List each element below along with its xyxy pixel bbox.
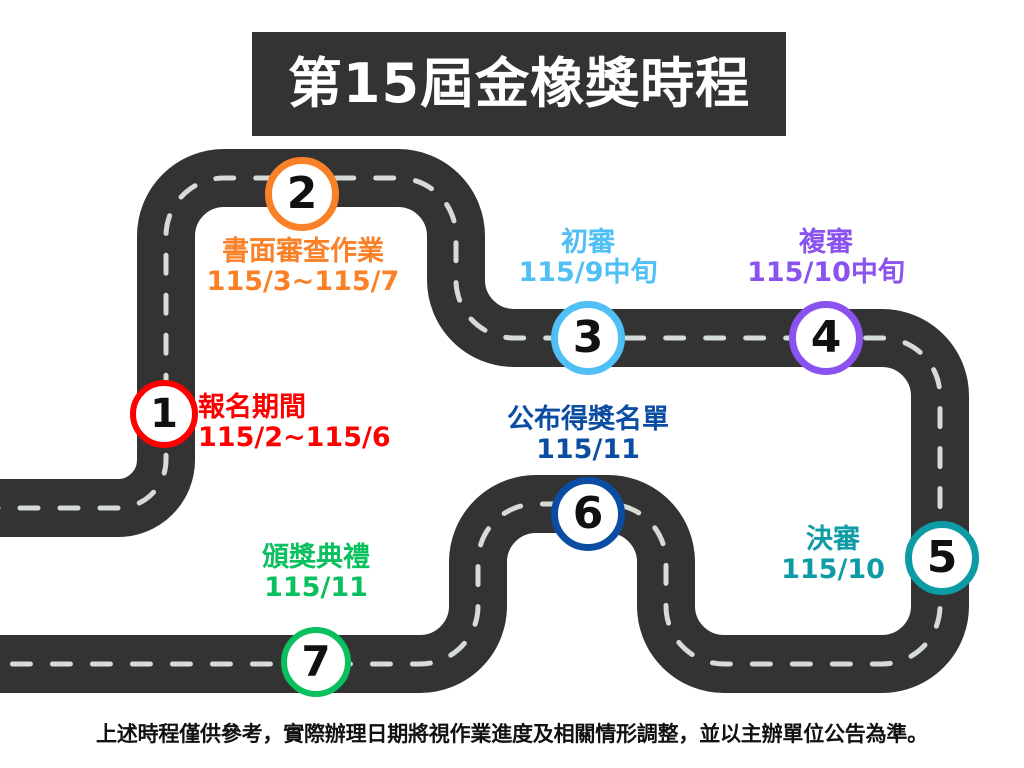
step-title-5: 決審 bbox=[806, 524, 860, 555]
step-label-2: 書面審查作業 115/3~115/7 bbox=[183, 236, 423, 298]
step-label-3: 初審 115/9中旬 bbox=[478, 227, 698, 289]
road-lane-dashes bbox=[0, 175, 943, 667]
step-number-5: 5 bbox=[926, 532, 958, 583]
step-marker-4[interactable]: 4 bbox=[789, 301, 863, 375]
page-title: 第15屆金橡獎時程 bbox=[287, 52, 751, 115]
step-label-7: 頒獎典禮 115/11 bbox=[226, 542, 406, 604]
step-number-2: 2 bbox=[286, 168, 318, 219]
step-marker-2[interactable]: 2 bbox=[265, 157, 339, 231]
step-date-6: 115/11 bbox=[536, 434, 640, 466]
step-marker-1[interactable]: 1 bbox=[130, 380, 198, 448]
step-date-1: 115/2~115/6 bbox=[198, 422, 391, 454]
step-marker-6[interactable]: 6 bbox=[551, 477, 625, 551]
step-date-4: 115/10中旬 bbox=[747, 257, 905, 289]
step-title-1: 報名期間 bbox=[198, 392, 306, 423]
footnote-text: 上述時程僅供參考，實際辦理日期將視作業進度及相關情形調整，並以主辦單位公告為準。 bbox=[96, 722, 928, 746]
step-title-3: 初審 bbox=[561, 227, 615, 258]
step-marker-5[interactable]: 5 bbox=[905, 521, 979, 595]
step-title-2: 書面審查作業 bbox=[222, 236, 384, 267]
step-title-6: 公布得獎名單 bbox=[507, 404, 669, 435]
step-label-4: 複審 115/10中旬 bbox=[716, 227, 936, 289]
step-title-7: 頒獎典禮 bbox=[262, 542, 370, 573]
step-date-7: 115/11 bbox=[264, 572, 368, 604]
step-number-4: 4 bbox=[810, 312, 842, 363]
step-marker-7[interactable]: 7 bbox=[281, 627, 351, 697]
step-number-6: 6 bbox=[572, 488, 604, 539]
step-label-5: 決審 115/10 bbox=[758, 524, 908, 586]
step-title-4: 複審 bbox=[799, 227, 853, 258]
step-date-5: 115/10 bbox=[781, 554, 885, 586]
step-number-3: 3 bbox=[572, 312, 604, 363]
step-label-6: 公布得獎名單 115/11 bbox=[468, 404, 708, 466]
step-number-7: 7 bbox=[301, 637, 331, 686]
step-number-1: 1 bbox=[150, 391, 178, 437]
step-date-3: 115/9中旬 bbox=[518, 257, 658, 289]
step-label-1: 報名期間 115/2~115/6 bbox=[198, 392, 391, 454]
step-marker-3[interactable]: 3 bbox=[551, 301, 625, 375]
page-title-bar: 第15屆金橡獎時程 bbox=[252, 32, 786, 136]
step-date-2: 115/3~115/7 bbox=[206, 266, 400, 298]
